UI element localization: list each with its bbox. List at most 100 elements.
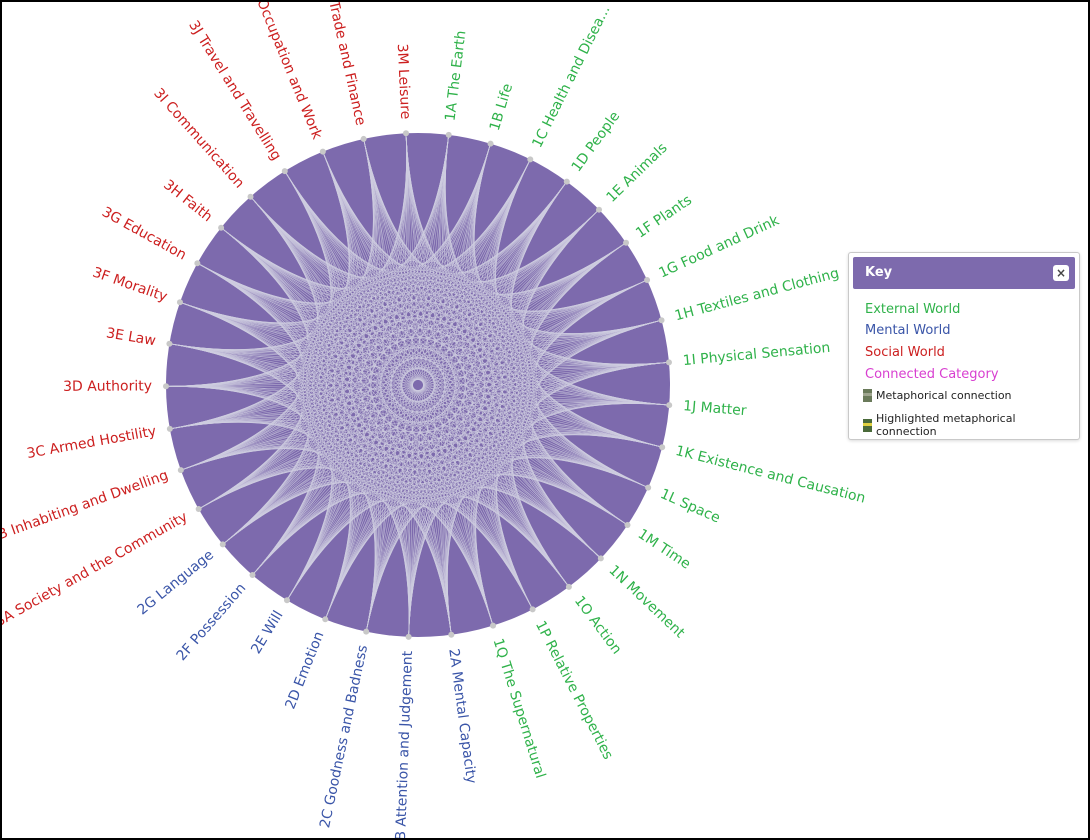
connection-link[interactable]: [197, 133, 407, 304]
connection-link[interactable]: [322, 151, 385, 632]
category-label[interactable]: 1K Existence and Causation: [674, 443, 867, 507]
connection-link[interactable]: [250, 138, 378, 279]
category-label[interactable]: 2D Emotion: [282, 629, 327, 711]
connection-link[interactable]: [198, 459, 324, 576]
connection-link[interactable]: [179, 133, 407, 324]
category-label[interactable]: 2G Language: [135, 547, 217, 618]
connection-link[interactable]: [197, 151, 352, 306]
connection-link[interactable]: [284, 138, 380, 271]
connection-link[interactable]: [165, 385, 296, 471]
category-node[interactable]: [283, 597, 290, 604]
category-label[interactable]: 1G Food and Drink: [656, 212, 782, 281]
category-label[interactable]: 1B Life: [487, 82, 516, 133]
category-node[interactable]: [487, 140, 494, 147]
category-node[interactable]: [445, 131, 452, 138]
category-node[interactable]: [490, 622, 497, 629]
connection-link[interactable]: [322, 133, 408, 265]
category-label[interactable]: 2A Mental Capacity: [445, 648, 479, 785]
connection-link[interactable]: [250, 151, 358, 282]
category-label[interactable]: 1I Physical Sensation: [682, 340, 831, 369]
category-node[interactable]: [644, 277, 651, 284]
connection-link[interactable]: [169, 417, 302, 510]
category-node[interactable]: [163, 383, 170, 390]
connection-link[interactable]: [363, 138, 649, 488]
category-node[interactable]: [249, 572, 256, 579]
category-node[interactable]: [565, 583, 572, 590]
connection-link[interactable]: [325, 138, 384, 620]
category-label[interactable]: 1F Plants: [633, 192, 695, 241]
category-label[interactable]: 3H Faith: [160, 177, 215, 225]
connection-link[interactable]: [284, 170, 670, 365]
category-node[interactable]: [194, 260, 201, 267]
connection-link[interactable]: [286, 133, 408, 601]
connection-link[interactable]: [179, 227, 311, 332]
connection-link[interactable]: [169, 302, 297, 430]
connection-link[interactable]: [179, 302, 300, 471]
category-node[interactable]: [247, 193, 254, 200]
connection-link[interactable]: [169, 227, 309, 353]
connection-link[interactable]: [405, 133, 663, 448]
category-label[interactable]: 3F Morality: [90, 265, 169, 306]
connection-link[interactable]: [222, 476, 340, 601]
connection-link[interactable]: [405, 133, 414, 637]
category-label[interactable]: 1A The Earth: [442, 30, 469, 122]
category-node[interactable]: [563, 178, 570, 185]
category-label[interactable]: 1O Action: [571, 593, 625, 657]
connection-link[interactable]: [169, 343, 302, 510]
category-label[interactable]: 1N Movement: [605, 562, 687, 641]
category-label[interactable]: 3D Authority: [63, 378, 152, 394]
connection-link[interactable]: [179, 196, 320, 328]
connection-link[interactable]: [363, 138, 570, 587]
connection-link[interactable]: [169, 419, 309, 545]
connection-link[interactable]: [405, 133, 533, 610]
category-label[interactable]: 1D People: [569, 109, 624, 175]
connection-link[interactable]: [405, 133, 494, 626]
category-node[interactable]: [597, 555, 604, 562]
category-node[interactable]: [448, 631, 455, 638]
category-node[interactable]: [623, 239, 630, 246]
connection-link[interactable]: [250, 133, 408, 278]
category-node[interactable]: [218, 224, 225, 231]
close-icon[interactable]: ×: [1053, 265, 1069, 281]
connection-link[interactable]: [165, 302, 296, 387]
category-node[interactable]: [624, 522, 631, 529]
category-label[interactable]: 3E Law: [105, 325, 157, 349]
connection-link[interactable]: [220, 170, 339, 295]
category-node[interactable]: [665, 359, 672, 366]
connection-link[interactable]: [405, 133, 628, 526]
connection-link[interactable]: [220, 133, 407, 289]
category-node[interactable]: [166, 340, 173, 347]
connection-link[interactable]: [405, 133, 649, 488]
category-node[interactable]: [666, 402, 673, 409]
category-label[interactable]: 2B Attention and Judgement: [393, 650, 416, 838]
connection-link[interactable]: [180, 440, 312, 545]
connection-link[interactable]: [284, 133, 408, 270]
connection-link[interactable]: [169, 196, 319, 352]
category-node[interactable]: [281, 168, 288, 175]
category-node[interactable]: [195, 506, 202, 513]
connection-link[interactable]: [284, 170, 649, 488]
category-label[interactable]: 1H Textiles and Clothing: [673, 265, 841, 324]
connection-link[interactable]: [169, 343, 297, 471]
category-node[interactable]: [658, 317, 665, 324]
connection-link[interactable]: [165, 385, 301, 510]
category-node[interactable]: [177, 467, 184, 474]
connection-link[interactable]: [250, 196, 662, 338]
category-label[interactable]: 3G Education: [99, 204, 189, 263]
category-label[interactable]: 3C Armed Hostility: [26, 423, 158, 462]
connection-link[interactable]: [405, 133, 452, 635]
category-node[interactable]: [527, 156, 534, 163]
connection-link[interactable]: [284, 170, 670, 406]
category-label[interactable]: 1M Time: [635, 526, 694, 572]
category-label[interactable]: 1L Space: [658, 486, 723, 527]
connection-link[interactable]: [197, 170, 336, 308]
connection-link[interactable]: [284, 170, 410, 637]
connection-link[interactable]: [363, 138, 628, 526]
category-node[interactable]: [402, 130, 409, 137]
category-label[interactable]: 1J Matter: [683, 398, 748, 419]
category-node[interactable]: [176, 299, 183, 306]
category-node[interactable]: [219, 541, 226, 548]
category-label[interactable]: 2E Will: [248, 608, 286, 657]
category-label[interactable]: 1E Animals: [604, 140, 671, 206]
